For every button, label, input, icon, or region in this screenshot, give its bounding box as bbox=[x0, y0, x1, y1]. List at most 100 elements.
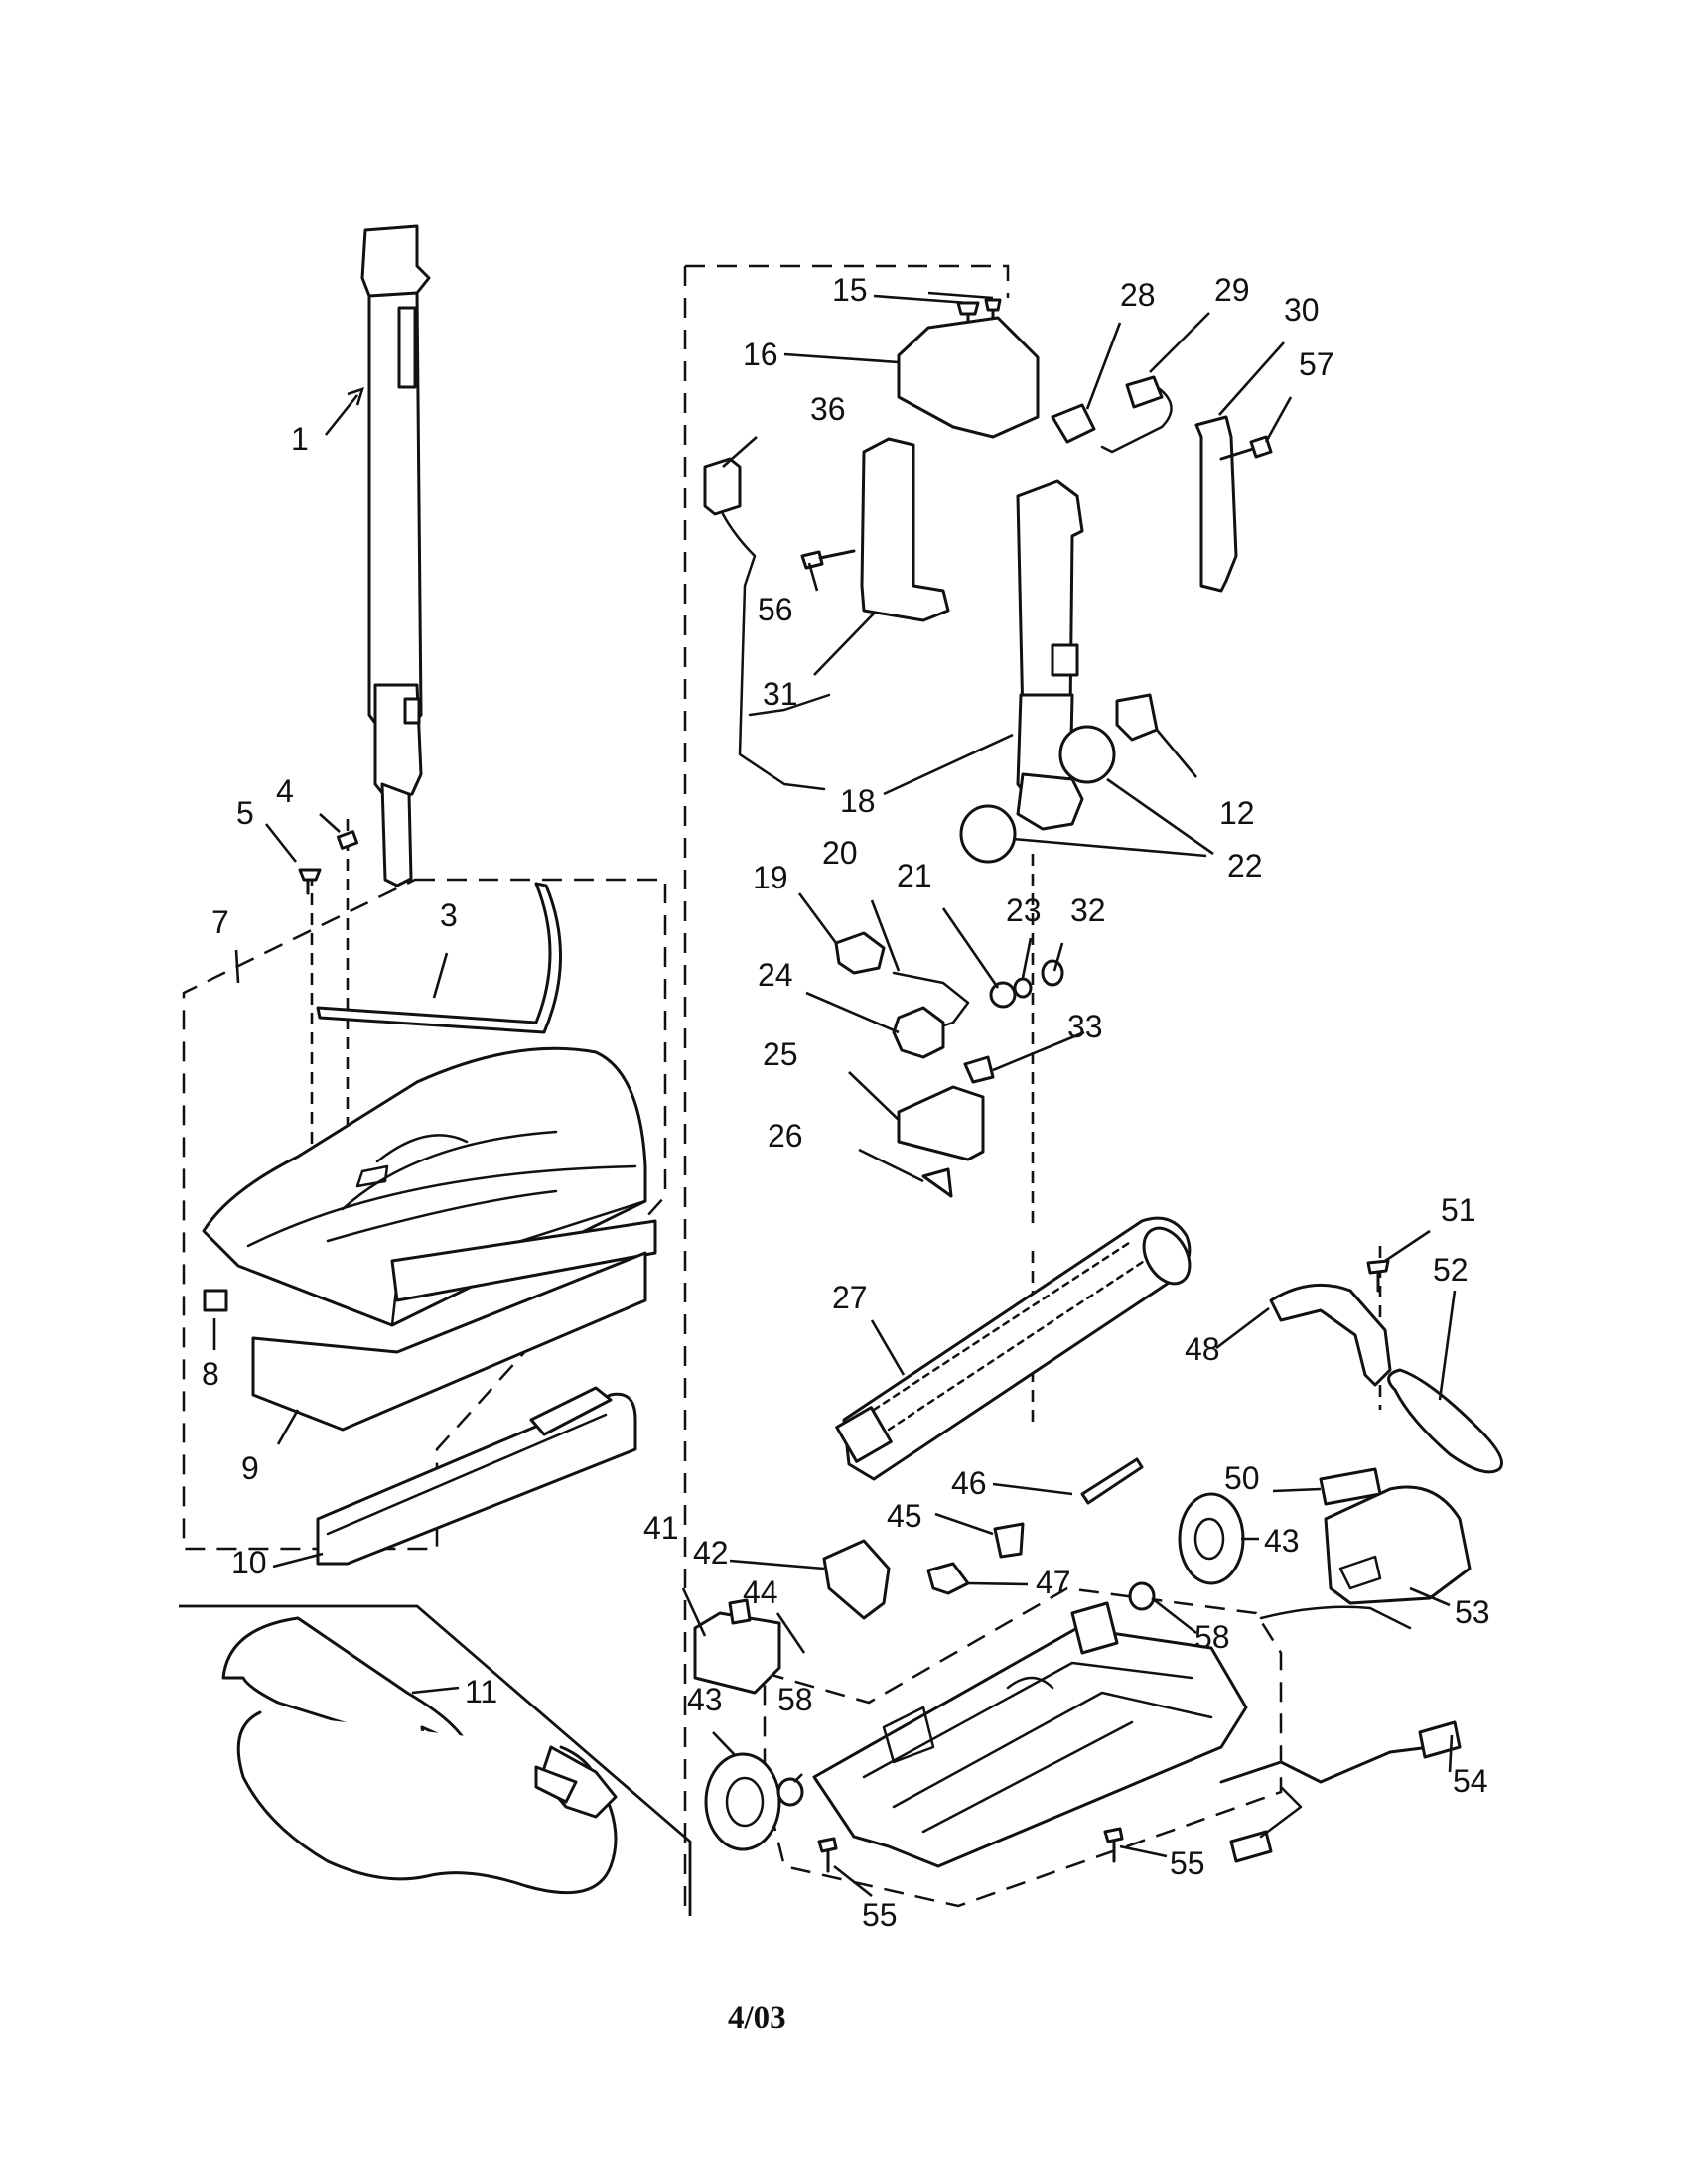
callout-43a: 43 bbox=[1264, 1523, 1300, 1559]
socket-29-part bbox=[1125, 375, 1164, 409]
callout-18: 18 bbox=[840, 783, 876, 819]
belt-52-part bbox=[1387, 1368, 1503, 1474]
lens-30-part bbox=[1194, 415, 1238, 593]
callout-54: 54 bbox=[1453, 1763, 1488, 1799]
wedge-26-part bbox=[921, 1167, 953, 1198]
callout-4: 4 bbox=[276, 773, 294, 809]
clip-12-part bbox=[1115, 693, 1159, 742]
bracket-25-part bbox=[897, 1085, 985, 1161]
callout-11: 11 bbox=[465, 1674, 497, 1709]
strip-46-part bbox=[1080, 1457, 1144, 1505]
callout-41: 41 bbox=[643, 1510, 679, 1546]
wheel-43b-part bbox=[704, 1752, 781, 1851]
handle-tube-part bbox=[360, 224, 431, 887]
callout-43b: 43 bbox=[687, 1682, 723, 1717]
callout-45: 45 bbox=[887, 1498, 922, 1534]
callout-3: 3 bbox=[440, 897, 458, 933]
callout-58b: 58 bbox=[777, 1682, 813, 1717]
bushing-58b-part bbox=[776, 1777, 804, 1807]
washer-23-part bbox=[1013, 977, 1033, 999]
bushing-58a-part bbox=[1128, 1581, 1156, 1611]
callout-9: 9 bbox=[241, 1450, 259, 1486]
screw-57-part bbox=[1219, 435, 1273, 461]
callout-24: 24 bbox=[758, 957, 793, 993]
callout-22: 22 bbox=[1227, 848, 1263, 884]
callout-30: 30 bbox=[1284, 292, 1320, 328]
callout-20: 20 bbox=[822, 835, 858, 871]
screw-5-part bbox=[298, 868, 322, 895]
callout-10: 10 bbox=[231, 1545, 267, 1580]
washer-32-part bbox=[1041, 959, 1064, 987]
callout-labels: 1 3 4 5 7 8 9 10 11 12 15 16 18 19 20 21… bbox=[202, 272, 1490, 1933]
callout-7: 7 bbox=[211, 904, 229, 940]
callout-15: 15 bbox=[832, 272, 868, 308]
handle-bar-54-part bbox=[1219, 1745, 1432, 1784]
motor-53-part bbox=[1259, 1485, 1472, 1630]
callout-8: 8 bbox=[202, 1356, 219, 1392]
callout-33: 33 bbox=[1067, 1009, 1103, 1044]
wheel-22b-part bbox=[1058, 725, 1116, 784]
wire-36-part bbox=[721, 512, 826, 791]
bracket-16-part bbox=[897, 316, 1040, 439]
cover-48-part bbox=[1269, 1283, 1392, 1387]
pad-8-part bbox=[203, 1289, 228, 1312]
upper-body-18-part bbox=[1016, 479, 1084, 831]
callout-53: 53 bbox=[1455, 1594, 1490, 1630]
knob-19-part bbox=[834, 931, 886, 975]
callout-1: 1 bbox=[291, 421, 309, 457]
pad-4-part bbox=[336, 830, 359, 850]
latch-47-part bbox=[926, 1562, 970, 1595]
bumper-part bbox=[316, 882, 562, 1034]
gear-21-part bbox=[989, 981, 1017, 1009]
callout-26: 26 bbox=[768, 1118, 803, 1154]
switch-41-part bbox=[693, 1611, 781, 1695]
callout-42: 42 bbox=[693, 1535, 729, 1570]
callout-58a: 58 bbox=[1194, 1619, 1230, 1655]
hose-divider bbox=[179, 1604, 692, 1916]
cup-45-part bbox=[993, 1522, 1025, 1559]
base-plate-44-part bbox=[812, 1601, 1248, 1868]
switch-36-part bbox=[703, 457, 742, 516]
callout-16: 16 bbox=[743, 337, 778, 372]
callout-31: 31 bbox=[763, 676, 798, 712]
screw-55b-part bbox=[1103, 1827, 1124, 1863]
callout-55a: 55 bbox=[862, 1897, 898, 1933]
callout-5: 5 bbox=[236, 795, 254, 831]
callout-19: 19 bbox=[753, 860, 788, 895]
wheel-43a-part bbox=[1178, 1492, 1245, 1585]
callout-48: 48 bbox=[1185, 1331, 1220, 1367]
leader-lines bbox=[212, 291, 1457, 1898]
callout-21: 21 bbox=[897, 858, 932, 893]
screw-51-part bbox=[1366, 1259, 1390, 1293]
callout-50: 50 bbox=[1224, 1460, 1260, 1496]
clip-33-part bbox=[963, 1055, 995, 1084]
callout-27: 27 bbox=[832, 1280, 868, 1315]
callout-56: 56 bbox=[758, 592, 793, 627]
screw-55a-part bbox=[817, 1837, 838, 1873]
knob-24-part bbox=[892, 1006, 945, 1059]
callout-52: 52 bbox=[1433, 1252, 1469, 1288]
bracket-42-part bbox=[822, 1539, 891, 1620]
hose-part bbox=[221, 1616, 618, 1895]
callout-28: 28 bbox=[1120, 277, 1156, 313]
callout-32: 32 bbox=[1070, 892, 1106, 928]
callout-23: 23 bbox=[1006, 892, 1042, 928]
bulb-28-part bbox=[1051, 403, 1096, 444]
callout-55b: 55 bbox=[1170, 1845, 1205, 1881]
nozzle-cover-part bbox=[202, 1046, 657, 1327]
callout-51: 51 bbox=[1441, 1192, 1476, 1228]
callout-46: 46 bbox=[951, 1465, 987, 1501]
strip-9-part bbox=[251, 1251, 647, 1432]
channel-31-part bbox=[860, 437, 950, 622]
callout-12: 12 bbox=[1219, 795, 1255, 831]
screw-56-part bbox=[800, 549, 856, 570]
callout-25: 25 bbox=[763, 1036, 798, 1072]
callout-29: 29 bbox=[1214, 272, 1250, 308]
callout-57: 57 bbox=[1299, 346, 1334, 382]
wheel-22a-part bbox=[959, 804, 1017, 864]
brush-roll-27-part bbox=[835, 1216, 1192, 1481]
date-code: 4/03 bbox=[728, 2000, 786, 2036]
assembly-frame-top bbox=[685, 264, 1010, 298]
